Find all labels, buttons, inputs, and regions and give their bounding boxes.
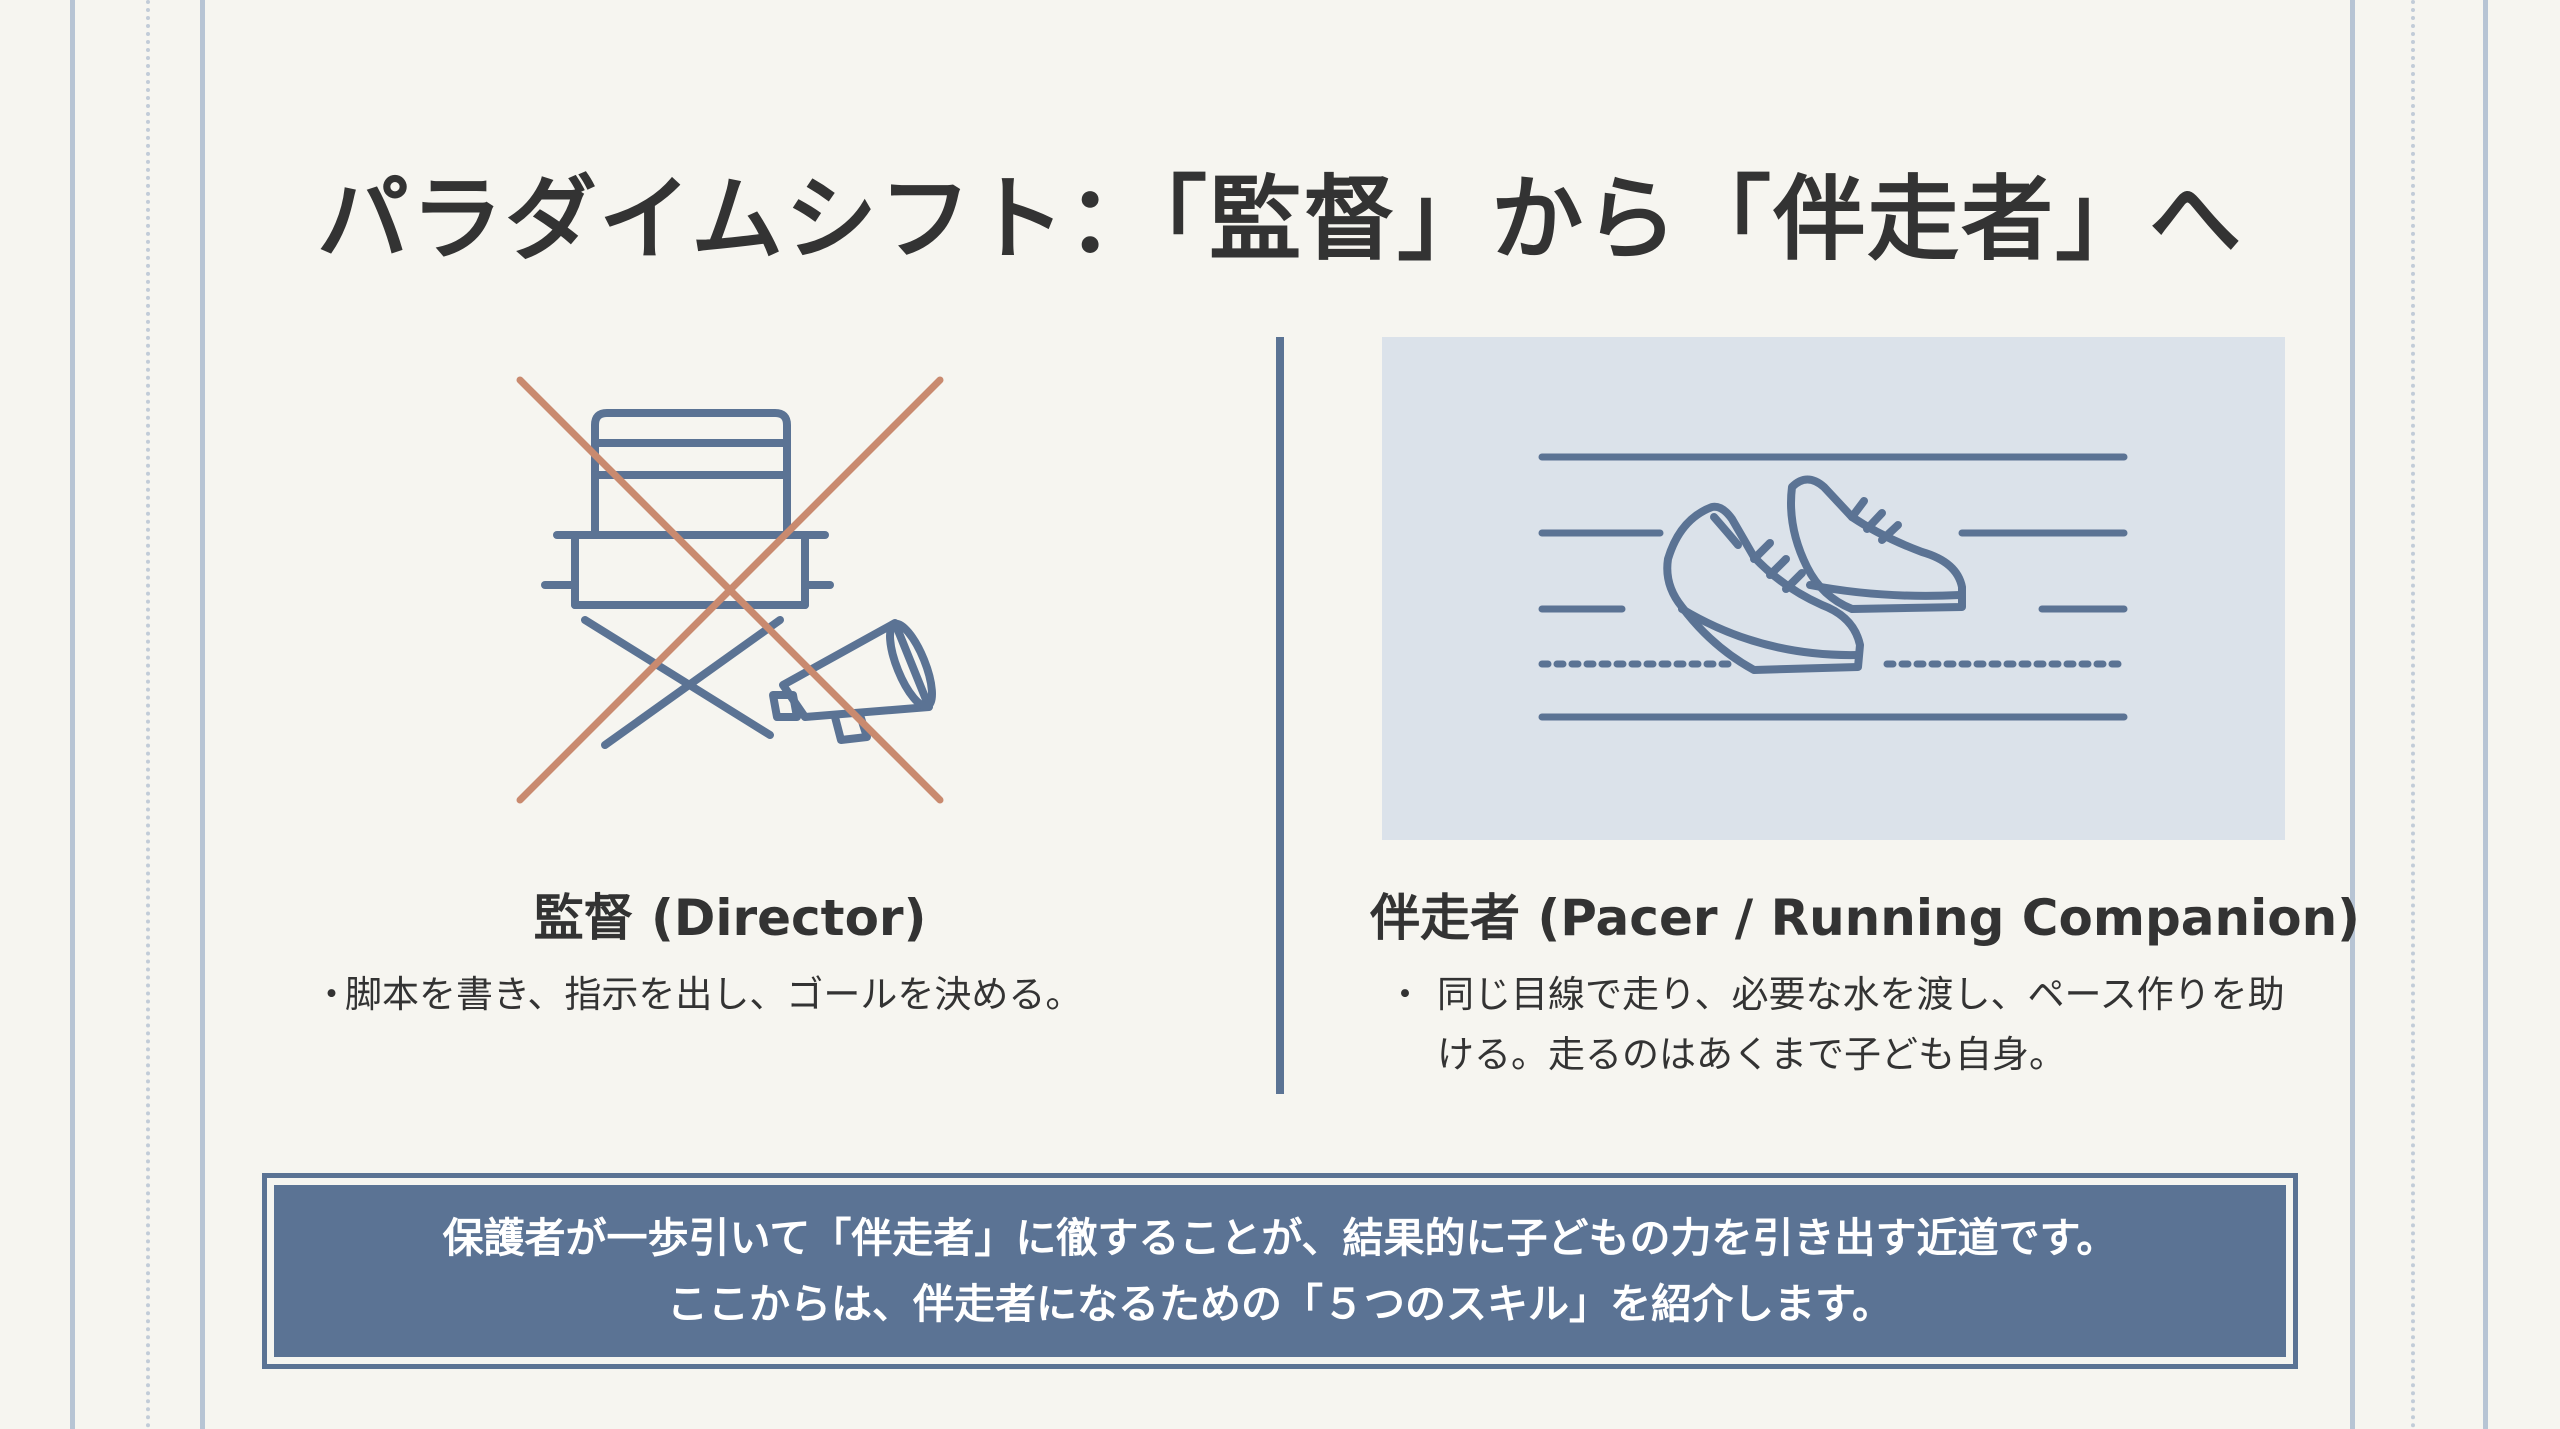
page-title: パラダイムシフト：「監督」から「伴走者」へ [316, 166, 2244, 273]
pacer-illustration [1538, 453, 2128, 721]
pacer-description: ・同じ目線で走り、必要な水を渡し、ペース作りを助ける。走るのはあくまで子ども自身… [1386, 965, 2285, 1085]
bullet-marker: ・ [313, 973, 350, 1016]
directors-chair-icon [541, 409, 834, 749]
pacer-heading: 伴走者 (Pacer / Running Companion) [1370, 889, 2361, 947]
right-dotted-border-line [2411, 0, 2415, 1429]
summary-banner-body: 保護者が一歩引いて「伴走者」に徹することが、結果的に子どもの力を引き出す近道です… [274, 1185, 2286, 1357]
running-shoes-icon [1663, 475, 1966, 674]
summary-banner: 保護者が一歩引いて「伴走者」に徹することが、結果的に子どもの力を引き出す近道です… [262, 1173, 2298, 1369]
bullet-marker: ・ [1386, 973, 1424, 1016]
director-heading: 監督 (Director) [533, 889, 927, 947]
right-border-line [2483, 0, 2488, 1429]
megaphone-icon [769, 619, 936, 744]
left-dotted-border-line [146, 0, 150, 1429]
summary-line-2: ここからは、伴走者になるための「５つのスキル」を紹介します。 [667, 1280, 1893, 1328]
pacer-description-text: 同じ目線で走り、必要な水を渡し、ペース作りを助ける。走るのはあくまで子ども自身。 [1437, 973, 2285, 1076]
director-description-text: 脚本を書き、指示を出し、ゴールを決める。 [345, 973, 1083, 1016]
column-divider [1276, 337, 1284, 1094]
pacer-illustration-panel [1382, 337, 2285, 840]
right-inner-border-line [2350, 0, 2355, 1429]
left-border-line [70, 0, 75, 1429]
director-description: ・脚本を書き、指示を出し、ゴールを決める。 [313, 965, 1213, 1025]
cross-mark-icon [516, 376, 944, 804]
left-inner-border-line [200, 0, 205, 1429]
director-illustration [516, 376, 944, 804]
summary-line-1: 保護者が一歩引いて「伴走者」に徹することが、結果的に子どもの力を引き出す近道です… [442, 1214, 2118, 1262]
running-track-icon [1538, 453, 2128, 721]
